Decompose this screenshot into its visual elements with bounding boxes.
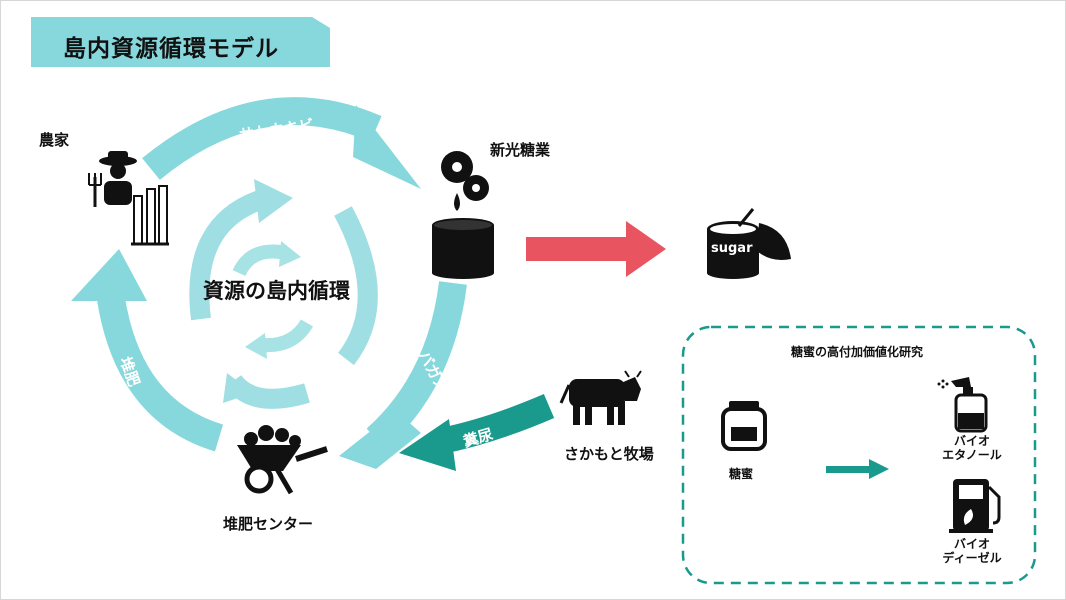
outer-cycle: [71, 97, 467, 469]
fuel-pump-icon: [949, 479, 1001, 533]
molasses-jar-icon: [721, 401, 767, 451]
research-box: [681, 325, 1037, 585]
compost-center-label: 堆肥センター: [223, 515, 314, 533]
spray-bottle-icon: [937, 377, 988, 433]
molasses-label: 糖蜜: [729, 467, 754, 481]
sugar-output-arrow: [526, 221, 666, 277]
title-banner: [31, 17, 330, 67]
research-arrow: [826, 459, 889, 479]
bioethanol-label: バイオ エタノール: [942, 434, 1002, 462]
sugarcane-arrow: [142, 97, 382, 180]
research-title: 糖蜜の高付加価値化研究: [791, 345, 924, 359]
sugar-can-icon: [707, 208, 791, 279]
farmer-label: 農家: [39, 131, 70, 149]
sugar-can-text: sugar: [711, 241, 753, 256]
manure-arrow: [399, 394, 555, 471]
wheelbarrow-icon: [237, 425, 328, 495]
inner-cycle: [232, 241, 314, 359]
sugar-mill-icon: [432, 151, 494, 279]
compost-arrow: [97, 296, 224, 452]
sugarcane-arrowhead: [353, 105, 421, 189]
cow-icon: [559, 370, 642, 425]
sugar-mill-label: 新光糖業: [490, 141, 551, 159]
middle-cycle: [189, 179, 378, 409]
compost-arrowhead: [71, 249, 147, 301]
ranch-label: さかもと牧場: [564, 445, 654, 463]
diagram-title: 島内資源循環モデル: [63, 36, 279, 62]
bagasse-arrow: [366, 281, 467, 450]
center-cycle-label: 資源の島内循環: [203, 279, 350, 303]
farmer-icon: [88, 151, 169, 246]
bagasse-arrowhead: [339, 411, 421, 469]
biodiesel-label: バイオ ディーゼル: [942, 537, 1002, 565]
